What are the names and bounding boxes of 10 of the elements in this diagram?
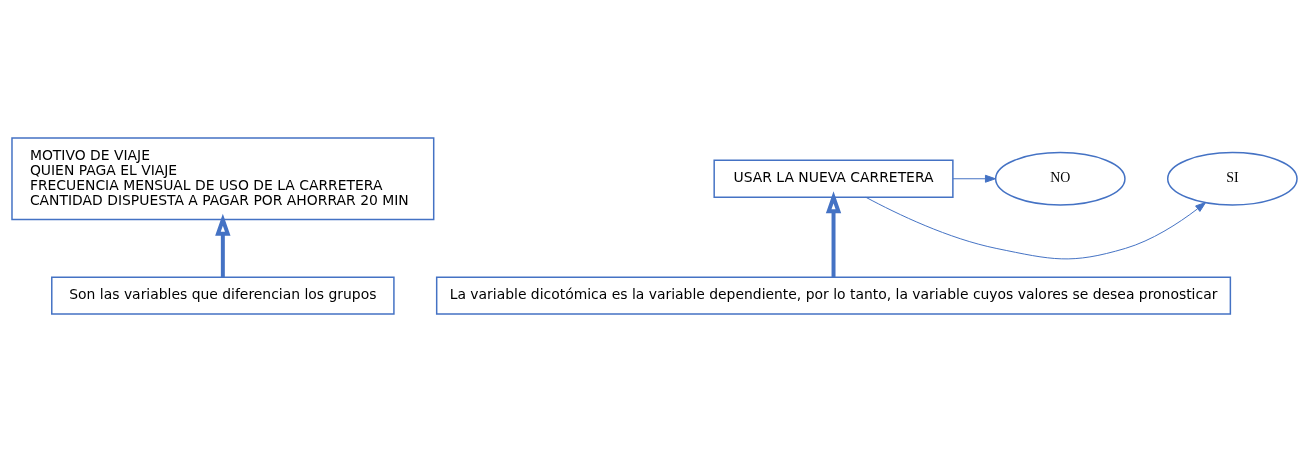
node-ellipse: SI [1166,151,1298,206]
node-box: USAR LA NUEVA CARRETERA [713,159,954,198]
node-box: MOTIVO DE VIAJE QUIEN PAGA EL VIAJE FRECUENCIA MENSUAL DE USO DE LA CARRETERA CANTIDAD DISPUESTA A PAGAR POR AHORRAR 20 MIN [11,136,435,220]
node-ellipse: NO [994,151,1126,206]
arrow [215,213,231,277]
arrow [865,196,1207,259]
node-box: La variable dicotómica es la variable dependiente, por lo tanto, la variable cuyos valores se desea pronosticar [435,275,1232,315]
node-box: Son las variables que diferencian los grupos [51,275,395,315]
arrow [825,190,842,277]
arrow [952,174,996,183]
